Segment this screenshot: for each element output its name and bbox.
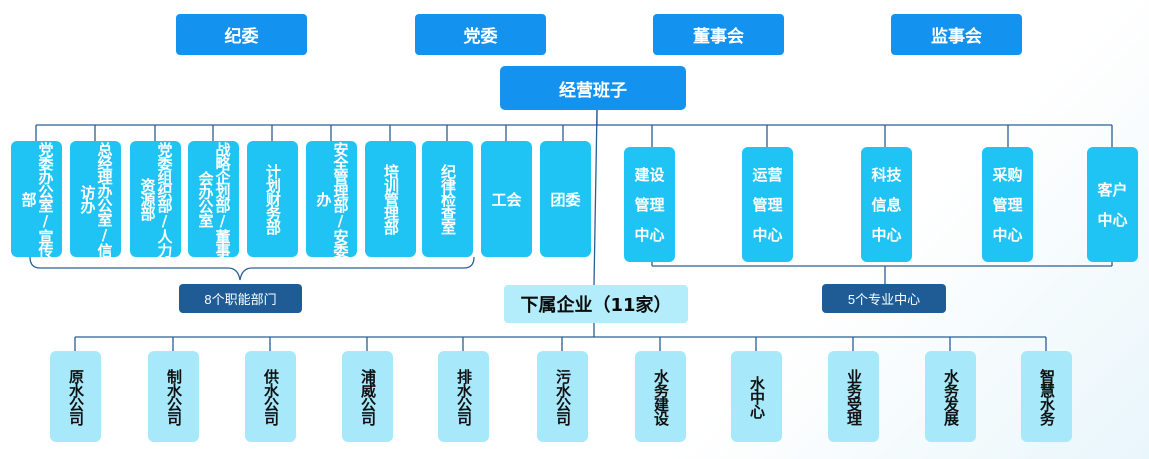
center-label-line2: 中心	[1097, 210, 1128, 229]
dept-safety: 安全管理部/安委办	[306, 141, 357, 257]
subsidiaries-title: 下属企业（11家）	[504, 285, 688, 323]
centers-count-label: 5个专业中心	[822, 284, 946, 313]
subsidiary-label: 智慧水务	[1038, 368, 1056, 425]
center-label-line3: 中心	[871, 225, 902, 244]
subsidiary-label: 水中心	[748, 375, 766, 418]
subsidiary-water-center: 水中心	[731, 351, 782, 442]
center-operations: 运营 管理 中心	[742, 147, 793, 262]
subsidiary-water-production: 制水公司	[148, 351, 199, 442]
top-body-discipline-committee: 纪委	[176, 14, 307, 55]
dept-gm-office: 总经理办公室/信访办	[70, 141, 121, 257]
dept-strategy: 战略企划部/董事会办公室	[188, 141, 239, 257]
dept-label: 工会	[491, 190, 522, 209]
center-label-line2: 管理	[752, 195, 783, 214]
top-body-board-of-directors: 董事会	[653, 14, 784, 55]
center-construction: 建设 管理 中心	[624, 147, 675, 262]
subsidiary-label: 排水公司	[455, 368, 473, 425]
dept-label: 培训管理部	[382, 164, 400, 234]
top-body-party-committee: 党委	[415, 14, 546, 55]
dept-label: 纪律检查室	[439, 164, 457, 234]
center-label-line1: 运营	[752, 165, 783, 184]
departments-count-label: 8个职能部门	[179, 284, 302, 313]
subsidiary-business-acceptance: 业务受理	[828, 351, 879, 442]
dept-discipline-inspection: 纪律检查室	[422, 141, 473, 257]
subsidiary-sewage: 污水公司	[537, 351, 588, 442]
subsidiary-water-construction: 水务建设	[635, 351, 686, 442]
center-technology: 科技 信息 中心	[861, 147, 912, 262]
subsidiary-label: 制水公司	[165, 368, 183, 425]
dept-label: 战略企划部/董事会办公室	[196, 141, 232, 257]
center-label-line1: 建设	[634, 165, 665, 184]
subsidiary-label: 业务受理	[845, 368, 863, 425]
subsidiary-label: 污水公司	[554, 368, 572, 425]
management-team: 经营班子	[500, 66, 686, 110]
top-body-supervisory-board: 监事会	[891, 14, 1022, 55]
dept-organization: 党委组织部/人力资源部	[130, 141, 181, 257]
dept-label: 党委组织部/人力资源部	[138, 141, 174, 257]
subsidiary-label: 水务建设	[652, 368, 670, 425]
dept-label: 安全管理部/安委办	[314, 141, 350, 257]
dept-label: 总经理办公室/信访办	[78, 141, 114, 257]
subsidiary-label: 原水公司	[67, 368, 85, 425]
center-label-line1: 客户	[1097, 180, 1128, 199]
center-customer: 客户 中心	[1087, 147, 1138, 262]
center-label-line1: 采购	[992, 165, 1023, 184]
center-label-line3: 中心	[752, 225, 783, 244]
subsidiary-drainage: 排水公司	[438, 351, 489, 442]
subsidiary-raw-water: 原水公司	[50, 351, 101, 442]
subsidiary-label: 水务发展	[942, 368, 960, 425]
subsidiary-puwei: 浦威公司	[342, 351, 393, 442]
center-label-line3: 中心	[992, 225, 1023, 244]
dept-youth-league: 团委	[540, 141, 591, 257]
center-procurement: 采购 管理 中心	[982, 147, 1033, 262]
center-label-line1: 科技	[871, 165, 902, 184]
center-label-line2: 信息	[871, 195, 902, 214]
center-label-line3: 中心	[634, 225, 665, 244]
dept-label: 党委办公室/宣传部	[19, 141, 55, 257]
subsidiary-label: 浦威公司	[359, 368, 377, 425]
subsidiary-water-supply: 供水公司	[245, 351, 296, 442]
dept-training: 培训管理部	[365, 141, 416, 257]
dept-label: 团委	[550, 190, 581, 209]
dept-union: 工会	[481, 141, 532, 257]
subsidiary-water-development: 水务发展	[925, 351, 976, 442]
subsidiary-label: 供水公司	[262, 368, 280, 425]
dept-label: 计划财务部	[264, 164, 282, 234]
center-label-line2: 管理	[992, 195, 1023, 214]
dept-party-office: 党委办公室/宣传部	[11, 141, 62, 257]
center-label-line2: 管理	[634, 195, 665, 214]
subsidiary-smart-water: 智慧水务	[1021, 351, 1072, 442]
dept-finance: 计划财务部	[247, 141, 298, 257]
